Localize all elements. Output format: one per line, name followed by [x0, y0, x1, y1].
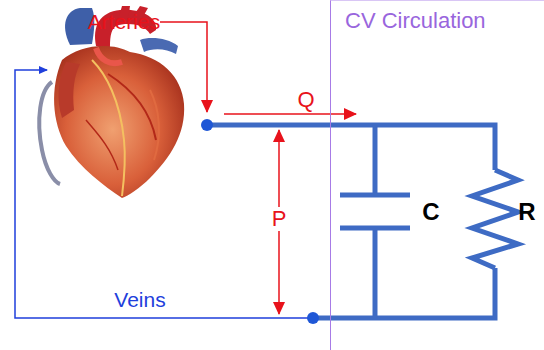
terminal-dot: [307, 312, 319, 324]
heart-illustration: [39, 6, 184, 198]
flow-label: Q: [297, 88, 314, 112]
region-box: CV Circulation: [330, 0, 544, 350]
circuit-wires: [207, 125, 518, 318]
return-wire: [15, 70, 311, 318]
component-label: R: [518, 199, 535, 225]
component-label: C: [422, 199, 439, 225]
vessel-label: Veins: [114, 288, 165, 311]
vessel-label: Arteries: [88, 10, 160, 33]
region-heading: CV Circulation: [345, 9, 486, 33]
terminal-dot: [201, 119, 213, 131]
annotation-arrows: [160, 22, 356, 314]
pressure-label: P: [270, 207, 289, 231]
